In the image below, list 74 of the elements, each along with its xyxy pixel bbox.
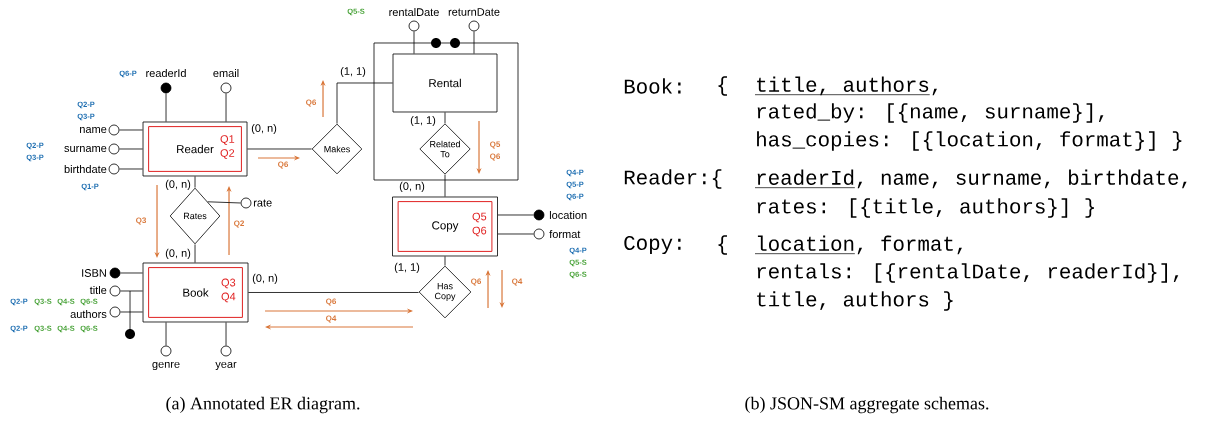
entity-box: Copy Q5 Q6 — [392, 196, 498, 257]
connector-line — [444, 112, 446, 124]
connector-line — [119, 129, 143, 131]
attribute-label: ISBN — [82, 269, 106, 277]
connector-line — [336, 82, 393, 124]
attribute-label: readerId — [146, 68, 186, 78]
connector-line — [165, 322, 167, 346]
connector-line — [413, 31, 415, 54]
caption: (a) Annotated ER diagram. — [166, 396, 360, 414]
cardinality-label: (0, n) — [165, 248, 191, 260]
code-line: Copy: — [624, 235, 681, 255]
cardinality-label: (0, n) — [399, 181, 425, 193]
caption: (b) JSON-SM aggregate schemas. — [745, 396, 989, 414]
connector-line — [225, 93, 227, 122]
connector-line — [120, 290, 143, 292]
entity-box: Rental — [392, 53, 498, 113]
connector-line — [497, 233, 534, 235]
attribute-label: rate — [253, 199, 272, 207]
attribute-label: name — [80, 127, 107, 133]
attribute-label: title — [89, 285, 107, 295]
connector-line — [119, 148, 143, 150]
connector-line — [248, 292, 419, 293]
code-line: title, authors } — [757, 291, 953, 311]
code-line: readerId, name, surname, birthdate, — [754, 169, 1187, 189]
connector-line — [120, 272, 143, 274]
arrow-label: Q6 — [490, 153, 501, 161]
connector-line — [497, 214, 534, 216]
code-line: location, format, — [754, 235, 962, 255]
attribute-label: birthdate — [64, 164, 107, 174]
code-line: title, authors, — [754, 76, 937, 96]
arrow-label: Q4 — [326, 315, 337, 323]
connector-line — [194, 176, 196, 188]
arrow-label: Q6 — [278, 161, 289, 169]
attribute-label: format — [549, 229, 581, 239]
attribute-label: year — [215, 361, 237, 371]
code-line: rated_by: [{name, surname}], — [757, 103, 1104, 123]
arrow-label: Q6 — [306, 99, 317, 107]
aggregation-box — [373, 42, 519, 181]
connector-line — [473, 31, 475, 54]
attribute-label: location — [549, 210, 587, 220]
arrow-label: Q6 — [326, 298, 337, 306]
arrow-label: Q4 — [512, 278, 523, 286]
entity-box: Book Q3 Q4 — [142, 262, 249, 323]
connector-line — [225, 322, 227, 346]
arrow-label: Q5 — [490, 141, 501, 149]
code-line: rates: [{title, authors}] } — [757, 198, 1094, 218]
attribute-label: email — [213, 68, 239, 78]
attribute-label: authors — [70, 309, 107, 319]
code-line: { — [718, 76, 727, 96]
connector-line — [444, 174, 446, 197]
code-line: { — [718, 235, 727, 255]
cardinality-label: (0, n) — [251, 123, 277, 135]
cardinality-label: (0, n) — [252, 273, 278, 285]
connector-line — [194, 244, 196, 263]
connector-line — [120, 311, 143, 313]
code-line: rentals: [{rentalDate, readerId}], — [757, 263, 1179, 283]
code-line: Book: — [624, 78, 681, 94]
code-line: has_copies: [{location, format}] } — [757, 131, 1182, 151]
cardinality-label: (1, 1) — [394, 262, 420, 274]
cardinality-label: (1, 1) — [340, 66, 366, 78]
attribute-label: rentalDate — [389, 7, 439, 17]
connector-line — [119, 168, 143, 170]
entity-box: Reader Q1 Q2 — [142, 121, 248, 177]
connector-line — [247, 148, 312, 150]
attribute-label: returnDate — [448, 8, 500, 16]
connector-line — [444, 256, 446, 266]
attribute-label: genre — [152, 361, 180, 371]
connector-line — [165, 93, 167, 122]
attribute-label: surname — [64, 146, 107, 152]
code-line: Reader:{ — [624, 169, 722, 189]
arrow-label: Q3 — [136, 217, 147, 225]
arrow-label: Q6 — [471, 278, 482, 286]
arrow-label: Q2 — [234, 220, 245, 228]
connector-line — [207, 201, 241, 204]
